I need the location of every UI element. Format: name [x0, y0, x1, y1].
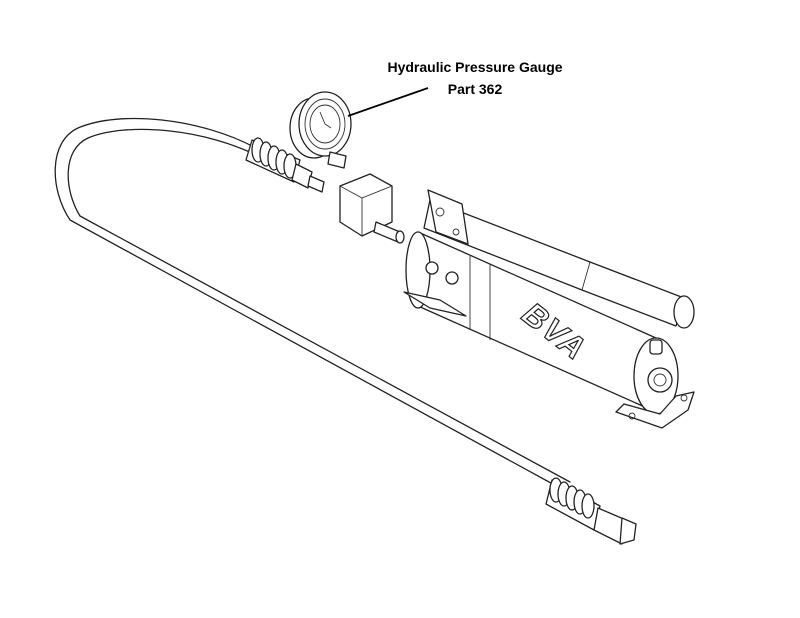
callout-part-number: Part 362 — [447, 81, 503, 97]
pressure-gauge — [289, 91, 352, 169]
gauge-adapter-block — [339, 173, 405, 244]
part-callout: Hydraulic Pressure Gauge Part 362 — [370, 56, 580, 100]
callout-leader-line — [347, 87, 429, 117]
hydraulic-hose — [54, 117, 571, 489]
hose-fitting-bottom — [545, 477, 637, 545]
callout-title: Hydraulic Pressure Gauge — [387, 59, 563, 75]
hand-pump — [403, 189, 695, 429]
hose-fitting-top — [245, 137, 325, 193]
